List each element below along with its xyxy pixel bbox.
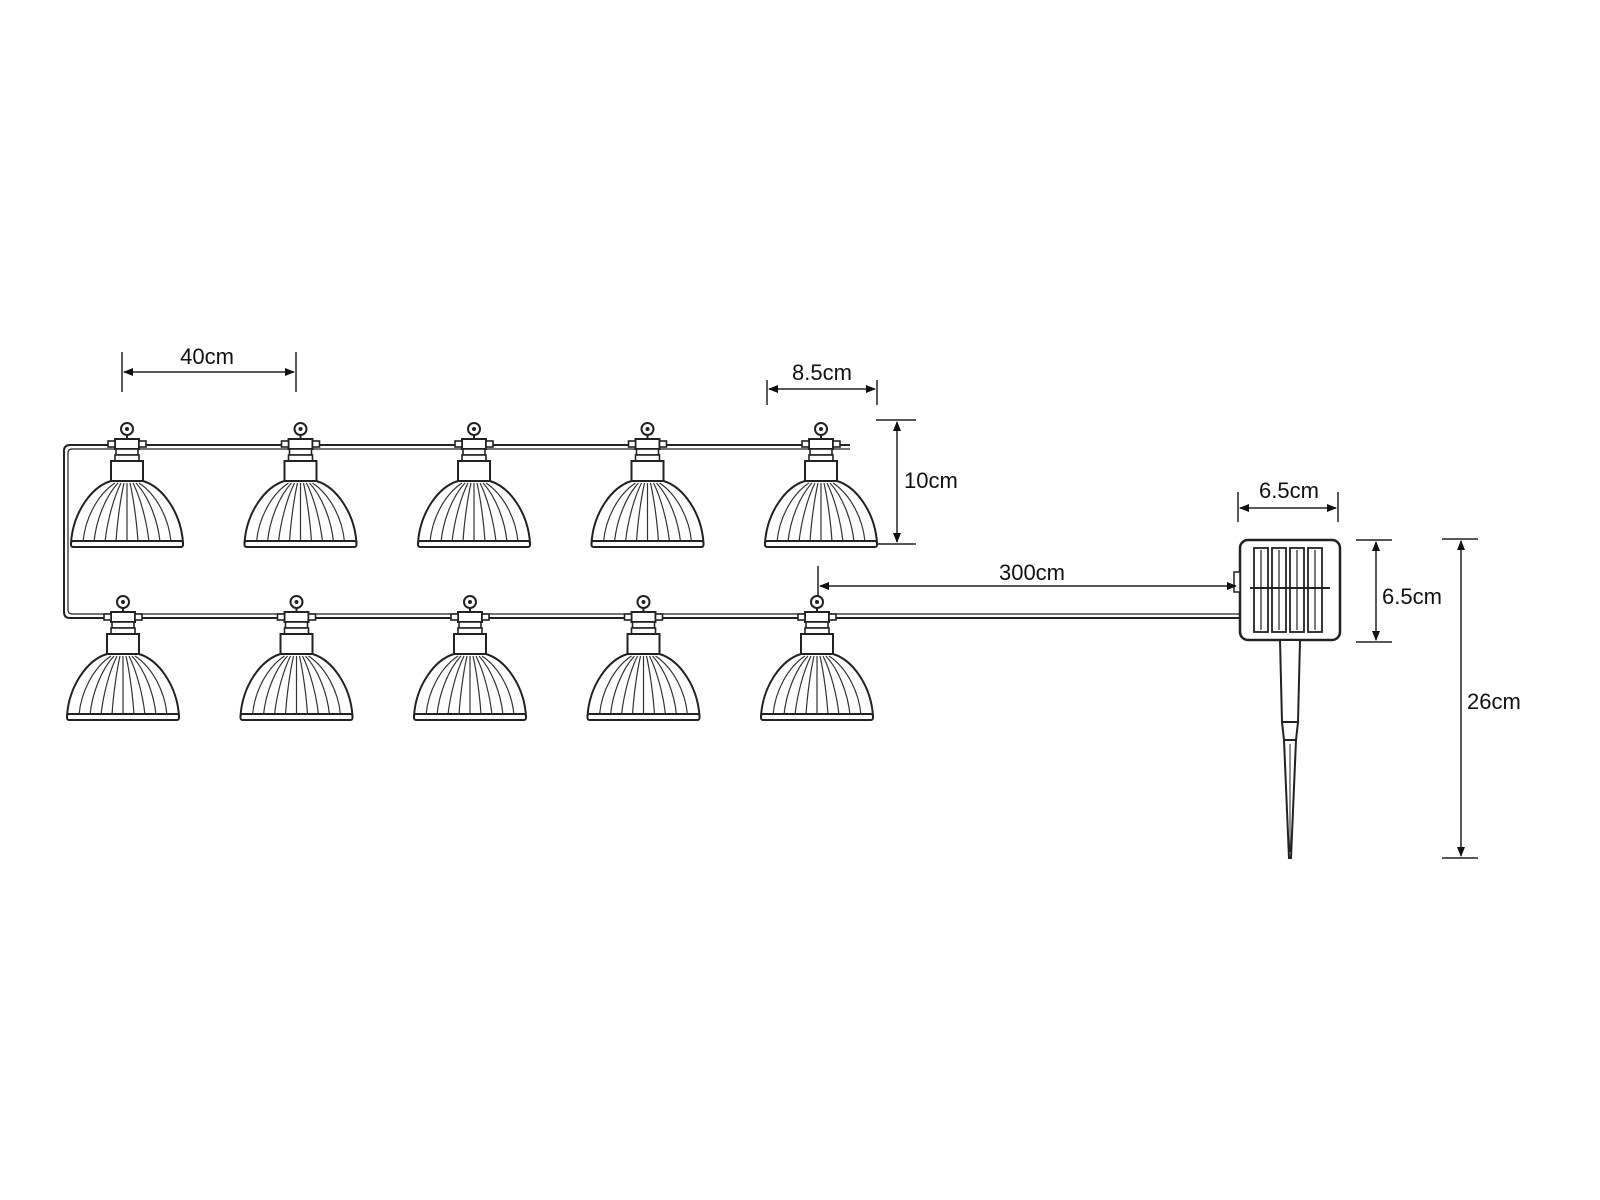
solar-panel — [1233, 538, 1342, 642]
label-shade-width: 8.5cm — [792, 360, 852, 385]
top-row-bulb-4 — [590, 422, 705, 548]
dimension-lead-cable: 300cm — [817, 560, 1237, 596]
top-row-bulb-3 — [417, 422, 531, 548]
label-total-height: 26cm — [1467, 689, 1521, 714]
dimension-panel-width: 6.5cm — [1237, 478, 1339, 522]
bulb-row-top — [70, 422, 878, 548]
top-row-bulb-1 — [70, 422, 184, 548]
label-bulb-height: 10cm — [904, 468, 958, 493]
dimension-shade-width: 8.5cm — [766, 360, 878, 405]
dimension-panel-height: 6.5cm — [1356, 539, 1442, 643]
ground-stake — [1278, 639, 1302, 859]
dimension-bulb-spacing: 40cm — [121, 344, 297, 392]
label-bulb-spacing: 40cm — [180, 344, 234, 369]
string-cord — [63, 444, 1240, 619]
dimension-total-height: 26cm — [1442, 538, 1521, 859]
top-row-bulb-2 — [243, 422, 358, 548]
label-panel-width: 6.5cm — [1259, 478, 1319, 503]
label-panel-height: 6.5cm — [1382, 584, 1442, 609]
dimension-bulb-height: 10cm — [876, 419, 958, 545]
label-lead-cable: 300cm — [999, 560, 1065, 585]
top-row-bulb-5 — [764, 422, 878, 548]
